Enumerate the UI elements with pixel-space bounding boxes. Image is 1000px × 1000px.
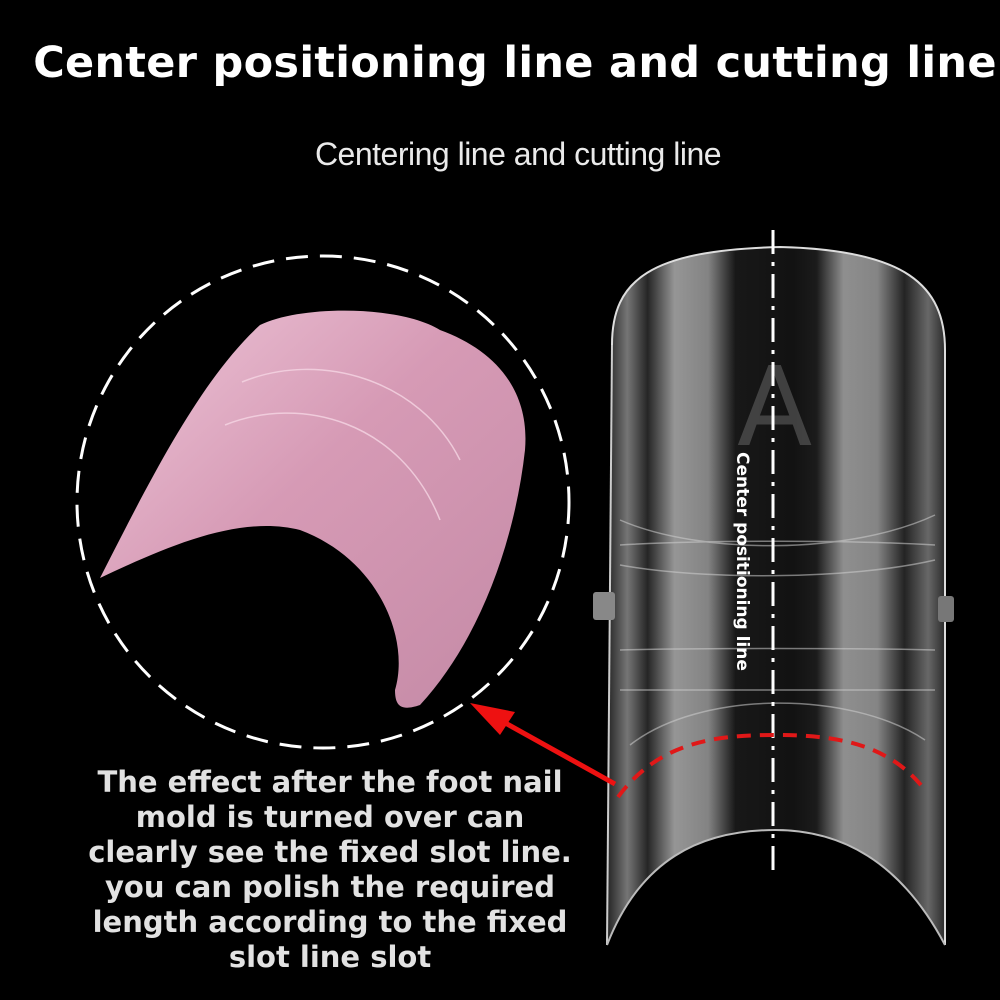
subtitle: Centering line and cutting line [314, 136, 722, 172]
caption-line: The effect after the foot nail [97, 765, 563, 799]
cutting-line [616, 732, 927, 799]
caption-line: slot line slot [228, 940, 432, 974]
red-arrow [470, 703, 617, 787]
caption-line: length according to the fixed [92, 905, 568, 939]
caption-line: you can polish the required [105, 870, 555, 904]
clear-nail-mold: A [593, 245, 954, 946]
caption-line: mold is turned over can [135, 800, 525, 834]
caption-line: clearly see the fixed slot line. [88, 835, 572, 869]
page-title: Center positioning line and cutting line [33, 38, 997, 88]
zoom-circle [75, 254, 571, 750]
pink-nail-mold [100, 310, 526, 708]
mold-letter: A [737, 343, 812, 471]
center-positioning-label: Center positioning line [732, 452, 752, 671]
caption: The effect after the foot nail mold is t… [70, 765, 590, 975]
